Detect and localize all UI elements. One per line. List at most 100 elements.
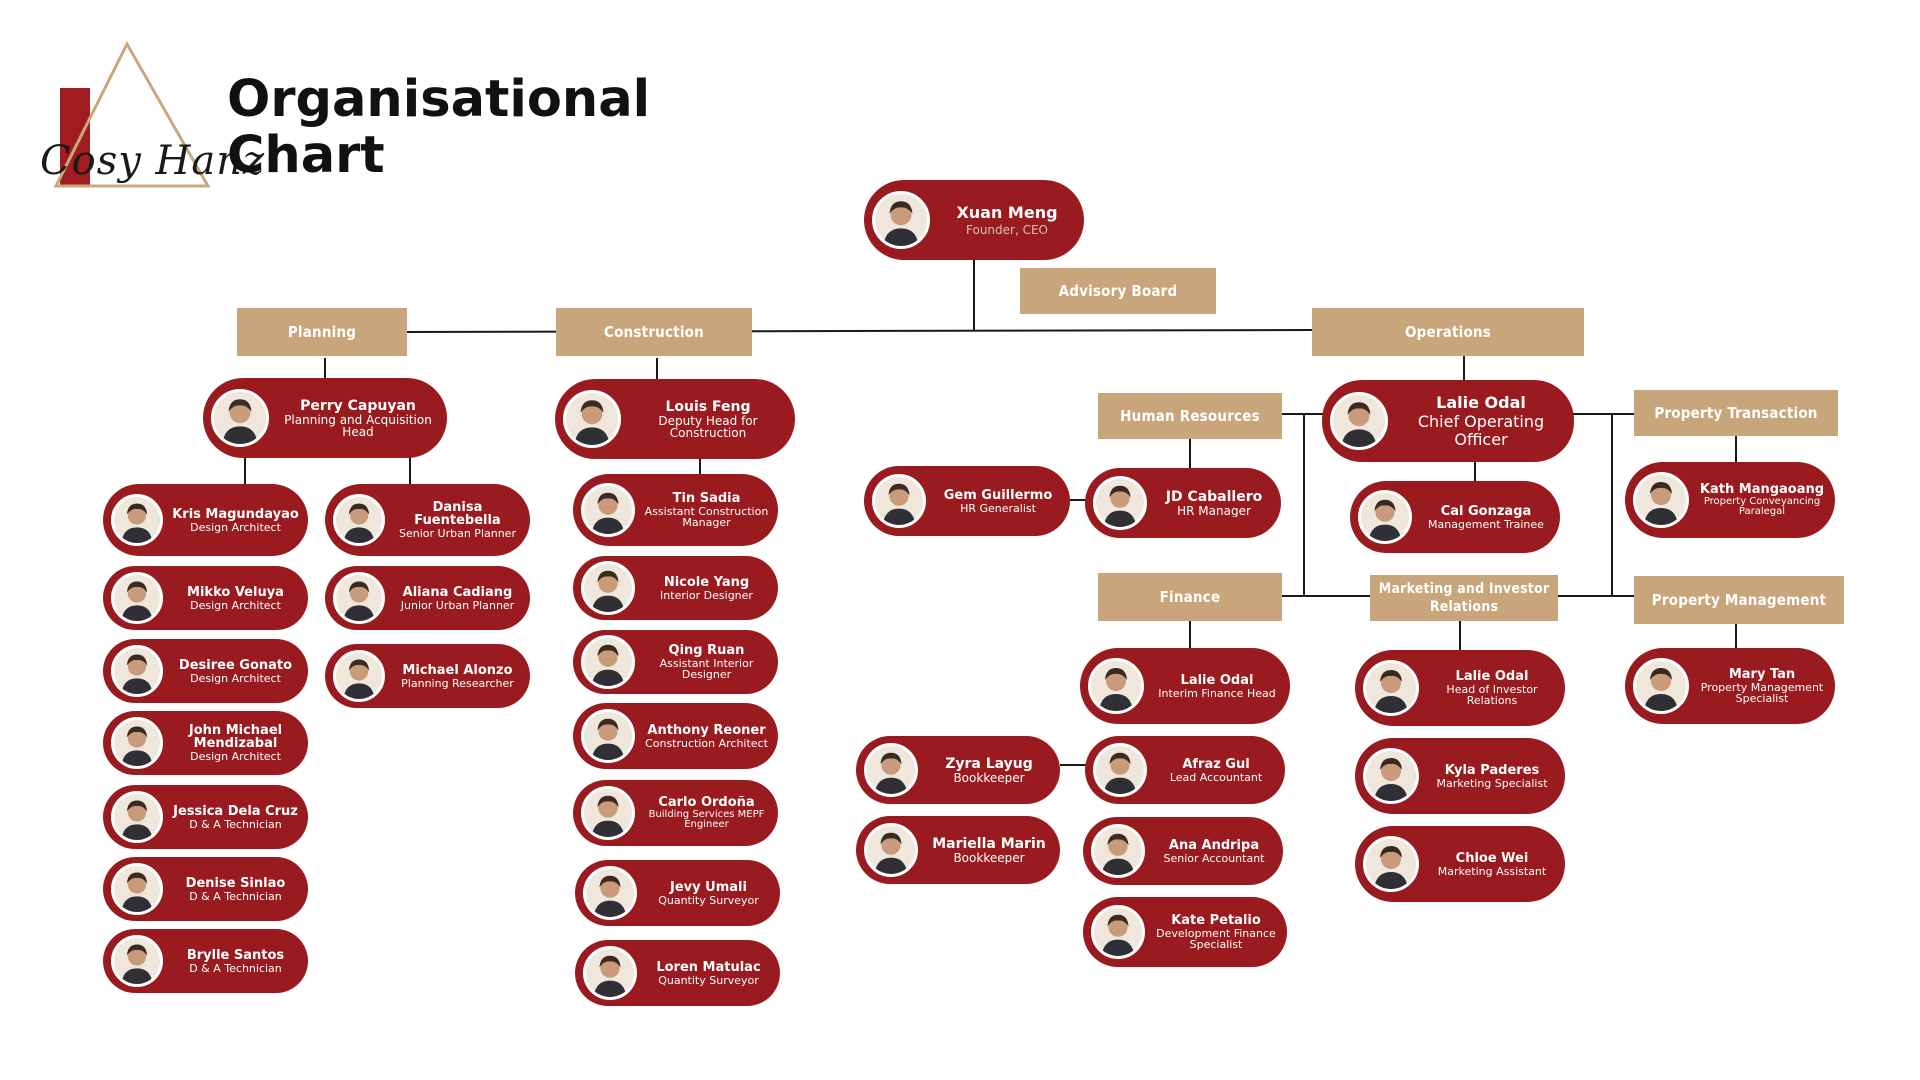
person-name: Michael Alonzo — [402, 663, 513, 678]
person-photo-icon — [1330, 392, 1388, 450]
person-role: Property Conveyancing Paralegal — [1703, 496, 1821, 517]
person-name: Zyra Layug — [945, 756, 1033, 772]
person-role: Assistant Interior Designer — [659, 657, 754, 680]
person-photo-icon — [864, 743, 918, 797]
page-title-line1: Organisational — [227, 70, 651, 129]
person-role: Quantity Surveyor — [658, 893, 759, 906]
person-silhouette-icon — [584, 789, 632, 837]
person-silhouette-icon — [114, 648, 160, 694]
dept-operations[interactable]: Operations — [1312, 308, 1584, 356]
person-role: Founder, CEO — [966, 222, 1048, 237]
person-role: Lead Accountant — [1169, 770, 1263, 783]
person-role: D & A Technician — [189, 817, 282, 830]
person-photo-icon — [111, 791, 163, 843]
person-name: Kate Petalio — [1171, 914, 1261, 928]
card-ceo[interactable]: Xuan Meng Founder, CEO — [864, 180, 1084, 260]
person-photo-icon — [111, 863, 163, 915]
dept-planning[interactable]: Planning — [237, 308, 407, 356]
person-photo-icon — [581, 561, 635, 615]
person-role: Building Services MEPF Engineer — [648, 809, 765, 830]
person-role: Head of Investor Relations — [1446, 683, 1538, 706]
person-name: Kath Mangaoang — [1699, 483, 1825, 497]
person-role: Assistant Construction Manager — [644, 505, 769, 528]
person-name: Perry Capuyan — [300, 398, 416, 414]
person-silhouette-icon — [114, 794, 160, 840]
person-photo-icon — [581, 483, 635, 537]
person-photo-icon — [581, 635, 635, 689]
person-name: Aliana Cadiang — [402, 585, 513, 600]
person-silhouette-icon — [584, 486, 632, 534]
person-silhouette-icon — [114, 720, 160, 766]
person-silhouette-icon — [584, 638, 632, 686]
dept-property-management[interactable]: Property Management — [1634, 576, 1844, 624]
person-silhouette-icon — [336, 653, 382, 699]
dept-marketing-investor-relations[interactable]: Marketing and Investor Relations — [1370, 575, 1558, 621]
person-silhouette-icon — [1636, 661, 1686, 711]
dept-construction[interactable]: Construction — [556, 308, 752, 356]
person-role: Property Management Specialist — [1700, 681, 1824, 704]
person-photo-icon — [333, 494, 385, 546]
person-photo-icon — [111, 494, 163, 546]
person-photo-icon — [1358, 490, 1412, 544]
person-photo-icon — [872, 474, 926, 528]
person-photo-icon — [872, 191, 930, 249]
dept-human-resources[interactable]: Human Resources — [1098, 393, 1282, 439]
page-title: Organisational Chart — [227, 72, 650, 184]
person-name: Chloe Wei — [1455, 851, 1529, 866]
person-silhouette-icon — [1096, 746, 1144, 794]
person-role: Marketing Assistant — [1437, 864, 1547, 877]
person-silhouette-icon — [1091, 661, 1141, 711]
person-photo-icon — [1093, 743, 1147, 797]
person-silhouette-icon — [1366, 839, 1416, 889]
person-name: Mariella Marin — [932, 836, 1046, 852]
person-silhouette-icon — [214, 392, 266, 444]
person-photo-icon — [1091, 905, 1145, 959]
person-role: Senior Accountant — [1163, 851, 1265, 864]
person-role: HR Manager — [1177, 503, 1251, 517]
person-photo-icon — [581, 709, 635, 763]
person-name: Gem Guillermo — [943, 488, 1053, 503]
person-silhouette-icon — [584, 564, 632, 612]
person-photo-icon — [1088, 658, 1144, 714]
dept-property-transaction[interactable]: Property Transaction — [1634, 390, 1838, 436]
person-silhouette-icon — [1366, 663, 1416, 713]
dept-finance[interactable]: Finance — [1098, 573, 1282, 621]
person-name: Xuan Meng — [956, 203, 1058, 222]
person-name: Jessica Dela Cruz — [173, 804, 298, 819]
dept-advisory-board[interactable]: Advisory Board — [1020, 268, 1216, 314]
